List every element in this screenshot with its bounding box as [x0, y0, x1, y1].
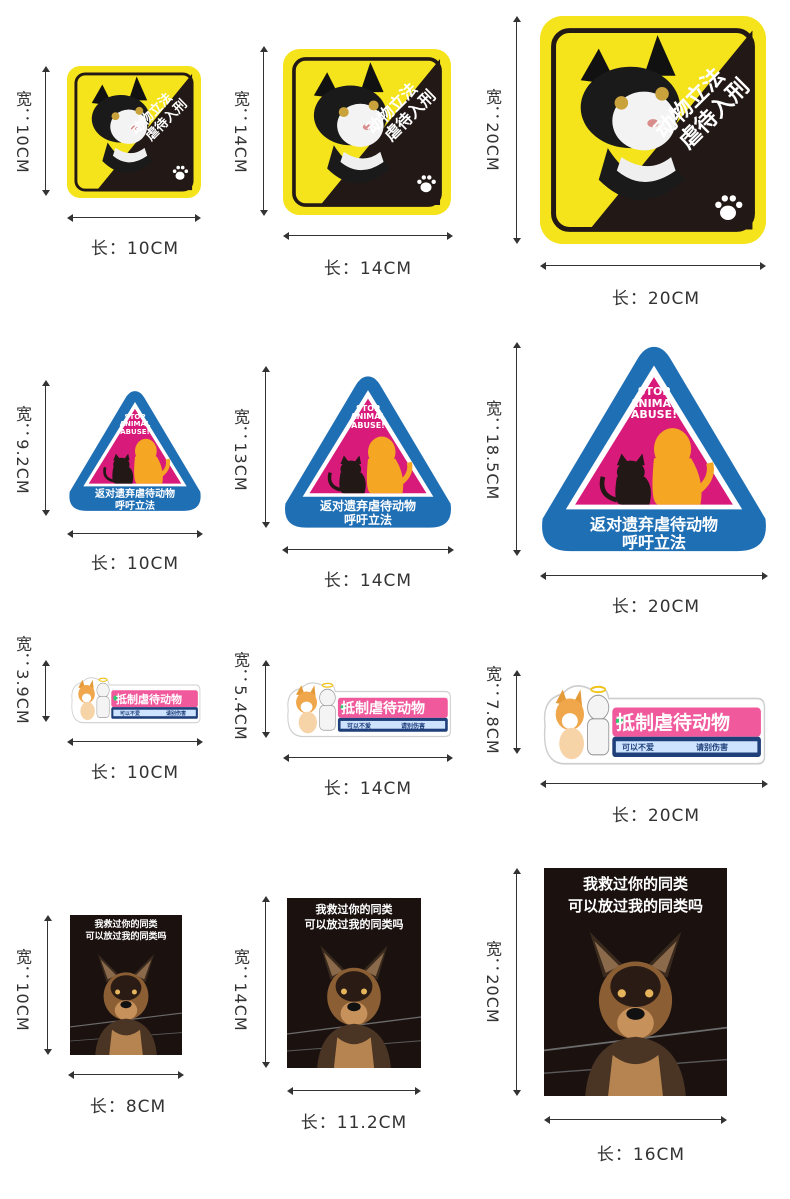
banner-title: 抵制虐待动物	[116, 693, 182, 706]
length-arrow	[283, 232, 453, 240]
length-arrow	[283, 754, 453, 762]
width-arrow	[513, 342, 521, 556]
length-arrow	[282, 546, 454, 554]
banner-right-text: 请别伤害	[401, 723, 426, 730]
width-arrow	[42, 380, 50, 516]
length-label: 长：10CM	[90, 763, 180, 783]
banner-right-text: 请别伤害	[166, 711, 187, 717]
length-arrow	[68, 1071, 184, 1079]
width-label: 宽：14CM	[231, 948, 250, 1032]
length-label: 长：20CM	[611, 289, 701, 309]
length-label: 长：8CM	[89, 1097, 167, 1117]
width-label: 宽：20CM	[483, 88, 502, 172]
animal-text: ANIMAL	[350, 412, 386, 422]
animal-text: ANIMAL	[119, 420, 151, 429]
width-arrow	[513, 670, 521, 754]
length-label: 长：20CM	[611, 806, 701, 826]
sticker-square-medium: 动物立法 虐待入刑	[283, 49, 451, 215]
dog-text-line2: 可以放过我的同类吗	[304, 917, 404, 931]
abuse-text: ABUSE!	[351, 420, 385, 430]
stop-text: STOP	[637, 385, 671, 398]
stop-text: STOP	[124, 413, 146, 421]
width-arrow	[262, 896, 270, 1068]
cn-line1: 返对遗弃虐待动物	[589, 515, 718, 534]
sticker-square-small: 动物立法 虐待入刑	[67, 66, 201, 198]
length-arrow	[67, 214, 201, 222]
cn-line2: 呼吁立法	[115, 500, 155, 512]
width-arrow	[262, 366, 270, 528]
length-arrow	[287, 1087, 421, 1095]
paw-icon	[712, 192, 744, 224]
width-label: 宽：18.5CM	[483, 399, 502, 501]
length-arrow	[544, 1116, 727, 1124]
width-arrow	[513, 16, 521, 244]
sticker-banner-medium: 抵制虐待动物 可以不爱 请别伤害	[283, 676, 453, 738]
width-arrow	[42, 660, 50, 722]
banner-right-text: 请别伤害	[696, 743, 728, 752]
width-arrow	[513, 868, 521, 1096]
length-label: 长：11.2CM	[300, 1113, 408, 1133]
length-arrow	[67, 738, 203, 746]
banner-left-text: 可以不爱	[622, 743, 654, 752]
length-label: 长：10CM	[90, 554, 180, 574]
cn-line2: 呼吁立法	[343, 512, 392, 527]
sticker-dog-large: 我救过你的同类 可以放过我的同类吗	[544, 868, 727, 1096]
sticker-dog-medium: 我救过你的同类 可以放过我的同类吗	[287, 898, 421, 1068]
length-arrow	[540, 262, 766, 270]
width-label: 宽：3.9CM	[13, 635, 32, 725]
width-label: 宽：10CM	[13, 90, 32, 174]
width-arrow	[42, 66, 50, 196]
sticker-triangle-medium: STOP ANIMAL ABUSE! 返对遗弃虐待动物 呼吁立法	[282, 372, 454, 532]
paw-icon	[171, 164, 189, 182]
banner-title: 抵制虐待动物	[616, 712, 731, 734]
length-label: 长：14CM	[323, 571, 413, 591]
banner-left-text: 可以不爱	[347, 723, 372, 730]
sticker-dog-small: 我救过你的同类 可以放过我的同类吗	[70, 915, 182, 1055]
animal-text: ANIMAL	[629, 396, 679, 410]
length-arrow	[540, 572, 768, 580]
width-label: 宽：20CM	[483, 940, 502, 1024]
width-arrow	[44, 915, 52, 1055]
dog-text-line2: 可以放过我的同类吗	[567, 896, 703, 915]
length-label: 长：14CM	[323, 259, 413, 279]
dog-text-line1: 我救过你的同类	[94, 920, 158, 930]
width-label: 宽：5.4CM	[231, 651, 250, 741]
length-label: 长：16CM	[596, 1145, 686, 1165]
width-label: 宽：10CM	[13, 948, 32, 1032]
stop-text: STOP	[356, 404, 380, 413]
length-arrow	[67, 530, 203, 538]
dog-text-line1: 我救过你的同类	[582, 875, 688, 893]
width-label: 宽：13CM	[231, 408, 250, 492]
sticker-triangle-small: STOP ANIMAL ABUSE! 返对遗弃虐待动物 呼吁立法	[67, 388, 203, 514]
banner-left-text: 可以不爱	[120, 711, 141, 717]
width-label: 宽：9.2CM	[13, 405, 32, 495]
length-arrow	[540, 780, 768, 788]
abuse-text: ABUSE!	[630, 408, 678, 422]
sticker-banner-small: 抵制虐待动物 可以不爱 请别伤害	[68, 672, 202, 724]
cn-line2: 呼吁立法	[621, 533, 686, 553]
length-label: 长：20CM	[611, 597, 701, 617]
abuse-text: ABUSE!	[120, 427, 150, 436]
width-label: 宽：7.8CM	[483, 665, 502, 755]
sticker-banner-large: 抵制虐待动物 可以不爱 请别伤害	[538, 676, 768, 766]
cn-line1: 返对遗弃虐待动物	[319, 499, 416, 513]
length-label: 长：14CM	[323, 779, 413, 799]
length-label: 长：10CM	[90, 239, 180, 259]
sticker-triangle-large: STOP ANIMAL ABUSE! 返对遗弃虐待动物 呼吁立法	[538, 342, 770, 556]
width-arrow	[260, 46, 268, 216]
width-label: 宽：14CM	[231, 90, 250, 174]
dog-text-line1: 我救过你的同类	[315, 903, 393, 916]
paw-icon	[415, 173, 437, 195]
cn-line1: 返对遗弃虐待动物	[95, 489, 175, 500]
width-arrow	[262, 660, 270, 738]
banner-title: 抵制虐待动物	[341, 701, 425, 717]
dog-text-line2: 可以放过我的同类吗	[85, 932, 167, 943]
sticker-square-large: 动物立法 虐待入刑	[540, 16, 766, 244]
